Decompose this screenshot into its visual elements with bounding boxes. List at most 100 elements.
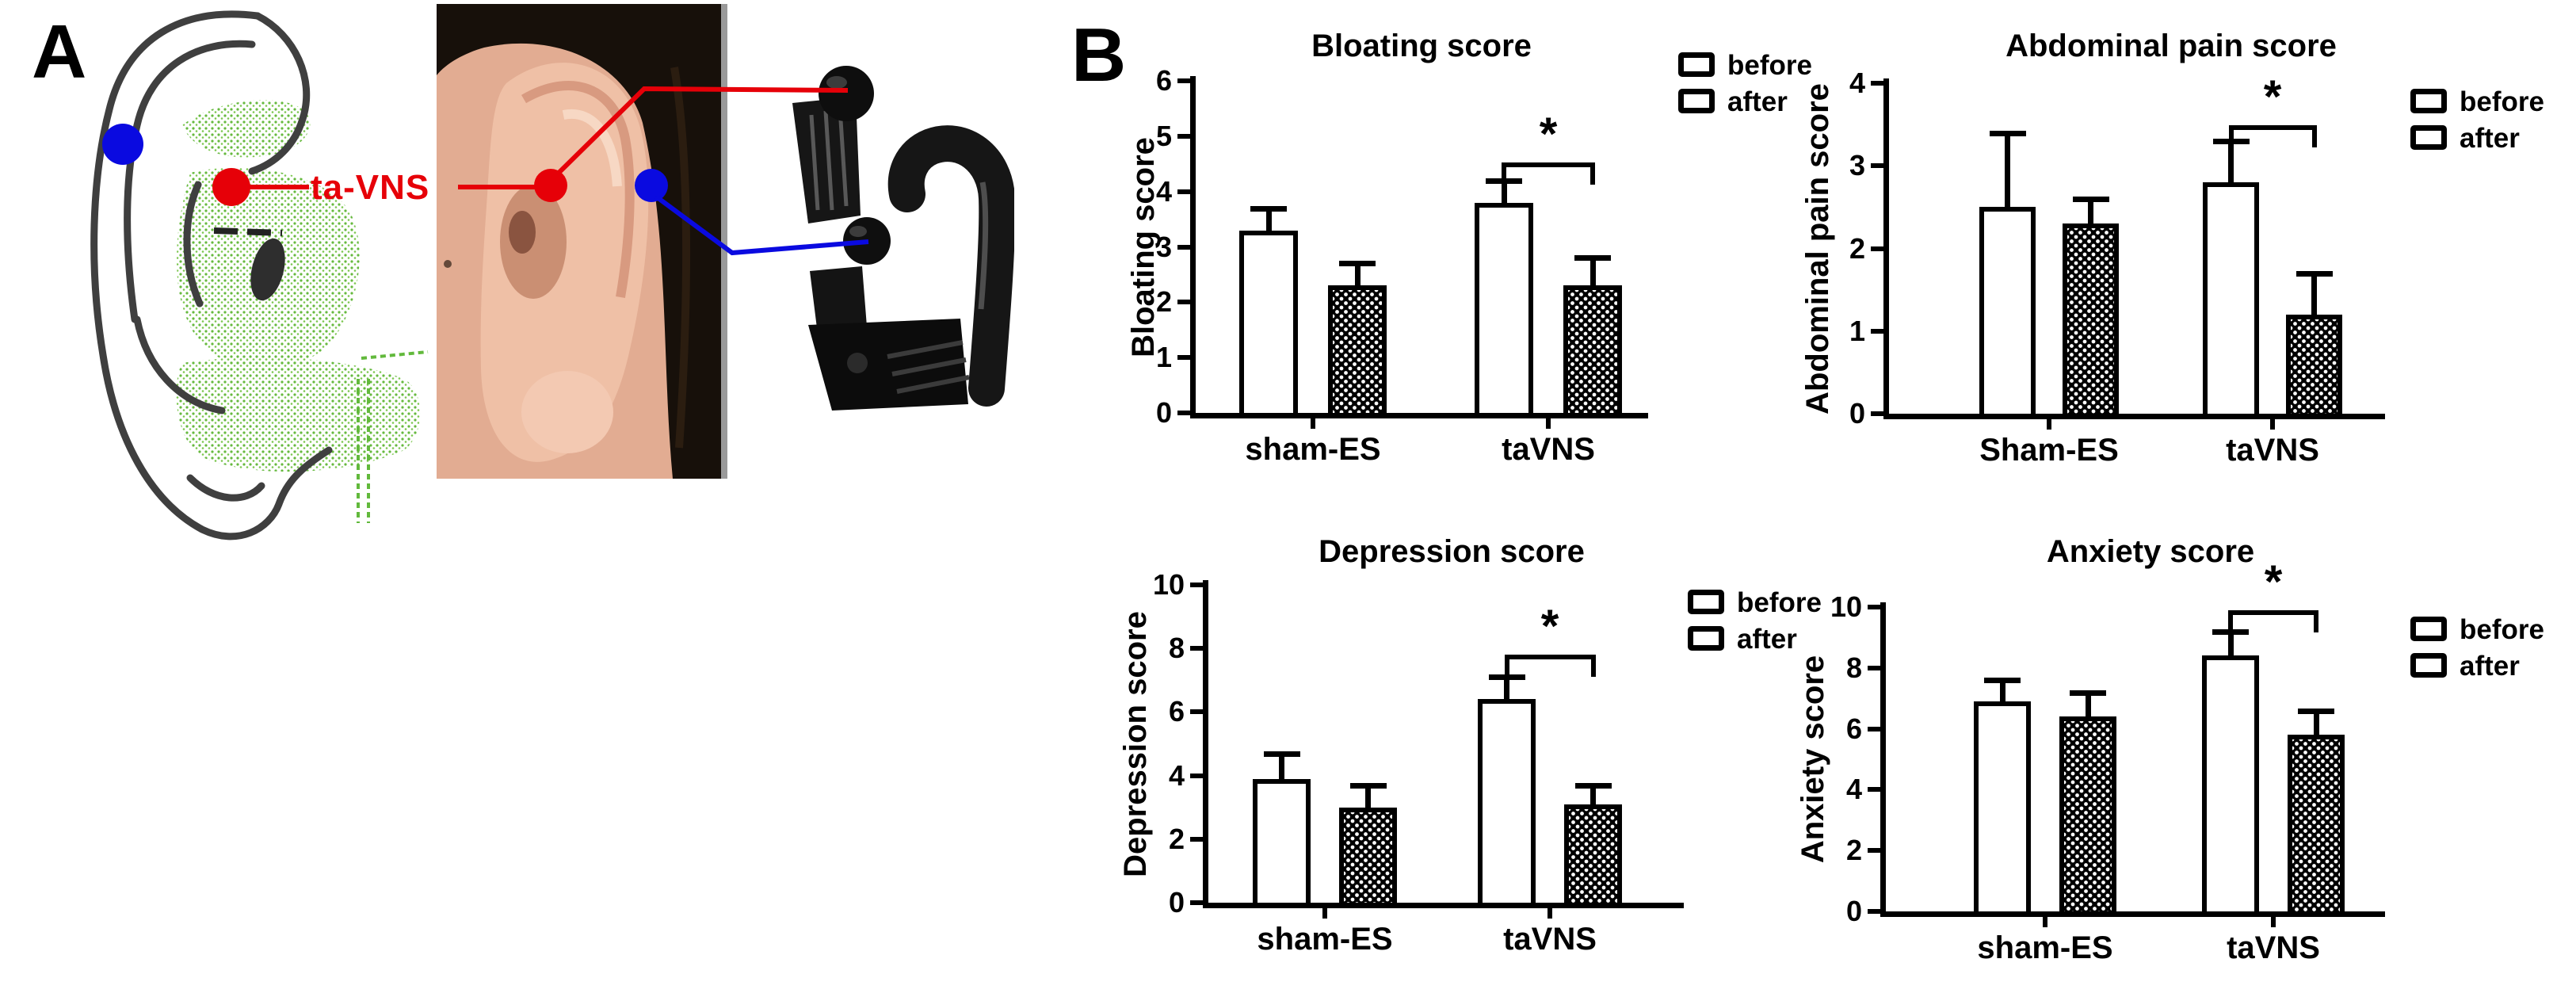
error-bar-stem-before-taVNS [1504, 677, 1509, 699]
error-bar-stem-after-taVNS [1590, 785, 1596, 804]
bar-after-sham-ES [1339, 808, 1397, 907]
significance-bracket-tick-left [1505, 655, 1509, 677]
legend-swatch-before [2410, 617, 2447, 641]
x-category-label-taVNS: taVNS [2226, 433, 2319, 468]
x-tick [1548, 908, 1552, 919]
bar-after-taVNS [1563, 285, 1622, 418]
significance-star: * [1540, 601, 1559, 652]
legend-label-after: after [2460, 651, 2520, 682]
bar-after-sham-ES [2059, 716, 2116, 916]
ear-outline [90, 10, 333, 541]
y-tick [1871, 329, 1883, 334]
y-tick-label: 2 [1849, 232, 1865, 265]
y-tick [1177, 355, 1190, 360]
bar-before-taVNS [1478, 699, 1536, 907]
y-tick [1871, 411, 1883, 416]
bar-before-taVNS [2202, 655, 2259, 916]
chart-title: Abdominal pain score [2005, 29, 2337, 63]
significance-star: * [2264, 556, 2283, 608]
panel-a-label: A [32, 10, 87, 94]
y-tick-label: 4 [1845, 773, 1862, 805]
legend-label-after: after [2460, 123, 2520, 154]
x-category-label-taVNS: taVNS [2227, 930, 2320, 965]
significance-bracket [2229, 125, 2317, 130]
x-category-label-Sham-ES: Sham-ES [1979, 433, 2119, 468]
x-category-label-taVNS: taVNS [1502, 432, 1595, 467]
y-tick-label: 8 [1845, 651, 1862, 684]
y-tick-label: 0 [1849, 397, 1865, 430]
ear-anatomy-drawing [90, 10, 429, 541]
x-category-label-taVNS: taVNS [1503, 922, 1597, 957]
significance-bracket-tick-right [2312, 125, 2317, 147]
error-bar-stem-after-sham-ES [1355, 263, 1361, 285]
y-tick-label: 2 [1168, 823, 1185, 855]
x-tick [2271, 917, 2276, 927]
error-bar-stem-before-taVNS [1502, 181, 1507, 203]
significance-bracket-tick-left [2228, 610, 2233, 632]
y-tick [1177, 134, 1190, 139]
error-bar-cap-after-Sham-ES [2073, 197, 2109, 202]
error-bar-cap-after-taVNS [2296, 271, 2333, 277]
bar-after-taVNS [2286, 315, 2342, 418]
bar-before-Sham-ES [1979, 207, 2036, 418]
y-tick [1190, 774, 1203, 778]
y-tick [1868, 848, 1880, 853]
y-tick-label: 10 [1830, 590, 1862, 623]
y-tick-label: 0 [1155, 396, 1172, 429]
error-bar-stem-after-sham-ES [2086, 693, 2091, 717]
y-tick-label: 1 [1849, 315, 1865, 347]
vagus-nerve-stem [357, 350, 429, 523]
y-tick-label: 6 [1155, 64, 1172, 97]
chart-title: Bloating score [1311, 29, 1532, 63]
y-axis [1203, 580, 1208, 908]
y-axis [1190, 76, 1196, 418]
significance-bracket-tick-right [2314, 610, 2318, 632]
tragus-shade [250, 238, 285, 301]
y-tick [1868, 727, 1880, 732]
x-axis [1883, 414, 2385, 419]
y-tick [1177, 411, 1190, 415]
ear-lobe [521, 371, 613, 453]
y-tick [1871, 81, 1883, 86]
y-tick [1177, 78, 1190, 83]
error-bar-stem-before-taVNS [2228, 141, 2234, 182]
legend-swatch-before [1678, 52, 1715, 77]
bar-before-taVNS [1475, 203, 1533, 418]
error-bar-cap-after-sham-ES [1339, 261, 1376, 266]
bar-after-taVNS [2288, 735, 2345, 916]
legend-label-before: before [1737, 587, 1822, 618]
legend-swatch-before [1688, 590, 1724, 614]
significance-star: * [2263, 71, 2282, 123]
y-tick-label: 2 [1155, 285, 1172, 318]
ear-canal [509, 211, 536, 254]
error-bar-cap-after-sham-ES [2070, 690, 2106, 696]
x-tick [2270, 419, 2275, 430]
clip-lower-arm [810, 266, 867, 334]
y-tick [1177, 300, 1190, 304]
y-tick [1177, 189, 1190, 194]
y-tick-label: 1 [1155, 341, 1172, 373]
legend-label-after: after [1737, 624, 1797, 655]
error-bar-stem-before-sham-ES [2000, 680, 2005, 701]
y-axis [1880, 602, 1886, 917]
significance-bracket [2228, 610, 2318, 615]
panel-b-label: B [1071, 13, 1127, 97]
y-axis [1883, 78, 1889, 419]
significance-bracket-tick-left [1502, 162, 1506, 185]
error-bar-stem-after-sham-ES [1365, 785, 1371, 808]
y-tick [1190, 583, 1203, 587]
error-bar-cap-after-taVNS [2298, 709, 2334, 714]
bar-before-sham-ES [1974, 701, 2031, 916]
vagus-innervation-lower-spread [176, 357, 421, 472]
y-tick [1190, 900, 1203, 905]
y-tick [1871, 246, 1883, 251]
x-tick [1322, 908, 1327, 919]
y-tick [1868, 605, 1880, 609]
chart-title: Anxiety score [2046, 534, 2255, 569]
error-bar-stem-before-sham-ES [1266, 208, 1272, 231]
error-bar-stem-before-taVNS [2228, 632, 2234, 656]
error-bar-cap-before-taVNS [1489, 674, 1525, 680]
significance-bracket-tick-right [1591, 655, 1596, 677]
legend-swatch-after [2410, 125, 2447, 150]
